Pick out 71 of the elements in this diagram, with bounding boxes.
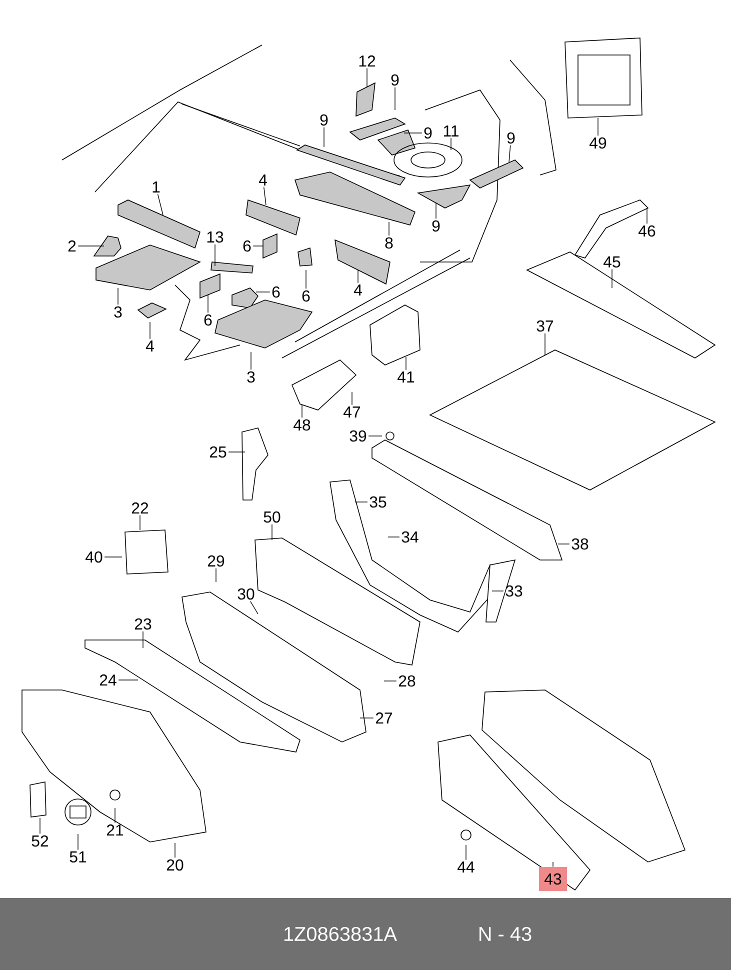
callout-number: 34 xyxy=(402,531,418,543)
leader-line xyxy=(646,208,648,224)
leader-line xyxy=(250,600,258,614)
callout-number: 33 xyxy=(506,585,522,597)
callout-number: 25 xyxy=(210,446,226,458)
callout-number: 44 xyxy=(458,862,474,872)
callout-number: 2 xyxy=(68,240,76,252)
leader-line xyxy=(552,862,554,868)
callout-number: 49 xyxy=(590,137,606,149)
leader-line xyxy=(492,590,504,592)
leader-line xyxy=(264,186,266,206)
callout-number: 27 xyxy=(376,712,392,724)
leader-line xyxy=(114,808,116,824)
callout-number: 9 xyxy=(391,74,399,86)
leader-line xyxy=(450,138,452,150)
callout-number: 37 xyxy=(536,320,554,332)
callout-number: 9 xyxy=(424,127,432,139)
leader-line xyxy=(250,352,252,370)
callout-number: 9 xyxy=(320,114,328,126)
callout-number: 8 xyxy=(385,237,393,249)
callout-number: 41 xyxy=(398,372,414,382)
callout-number: 12 xyxy=(359,55,376,67)
leader-line xyxy=(157,194,164,216)
callout-number: 4 xyxy=(354,284,362,296)
leader-line xyxy=(104,556,122,558)
callout-number: 50 xyxy=(264,511,280,523)
callout-number: 35 xyxy=(370,496,386,508)
callout-number: 28 xyxy=(398,675,416,687)
leader-line xyxy=(388,536,400,538)
highlighted-callout-number: 43 xyxy=(539,867,567,891)
callout-number: 52 xyxy=(32,835,48,847)
callout-number: 51 xyxy=(70,851,86,863)
callout-number: 11 xyxy=(444,126,458,136)
leader-line xyxy=(174,842,176,858)
leader-line xyxy=(404,132,422,134)
callout-number: 4 xyxy=(258,174,267,186)
callout-number: 6 xyxy=(302,290,310,302)
callout-number: 30 xyxy=(238,588,254,600)
callout-number: 48 xyxy=(294,419,310,431)
callout-number: 40 xyxy=(86,551,102,563)
callout-number: 20 xyxy=(166,859,184,871)
leader-line xyxy=(508,144,511,162)
callout-number: 45 xyxy=(604,256,620,268)
callout-number: 13 xyxy=(207,231,224,243)
callout-number: 6 xyxy=(243,240,251,252)
callout-number: 21 xyxy=(106,824,124,836)
callout-number: 23 xyxy=(134,618,152,630)
footer-text: 1Z0863831A xyxy=(284,926,397,942)
leader-line xyxy=(384,680,397,682)
leader-line xyxy=(366,68,368,88)
callout-number: 1 xyxy=(152,182,160,192)
callout-number: 22 xyxy=(132,502,148,514)
callout-number: 3 xyxy=(114,306,122,318)
footer-text: N - 43 xyxy=(480,926,532,942)
callout-number: 46 xyxy=(638,225,656,237)
callout-number: 47 xyxy=(344,406,360,418)
callout-number: 9 xyxy=(432,220,440,232)
callout-number: 9 xyxy=(507,132,515,144)
callout-number: 4 xyxy=(146,340,154,352)
leader-line xyxy=(544,332,546,356)
callout-number: 3 xyxy=(247,371,255,383)
callout-number: 24 xyxy=(100,674,116,686)
callout-number: 6 xyxy=(204,314,212,326)
callout-number: 39 xyxy=(350,430,366,442)
leader-line xyxy=(214,244,216,266)
callout-number: 29 xyxy=(208,555,224,567)
leader-line xyxy=(388,222,390,236)
callout-number: 6 xyxy=(272,286,280,298)
leader-line xyxy=(142,630,144,648)
leader-line xyxy=(394,86,396,110)
callout-number: 38 xyxy=(572,538,588,550)
